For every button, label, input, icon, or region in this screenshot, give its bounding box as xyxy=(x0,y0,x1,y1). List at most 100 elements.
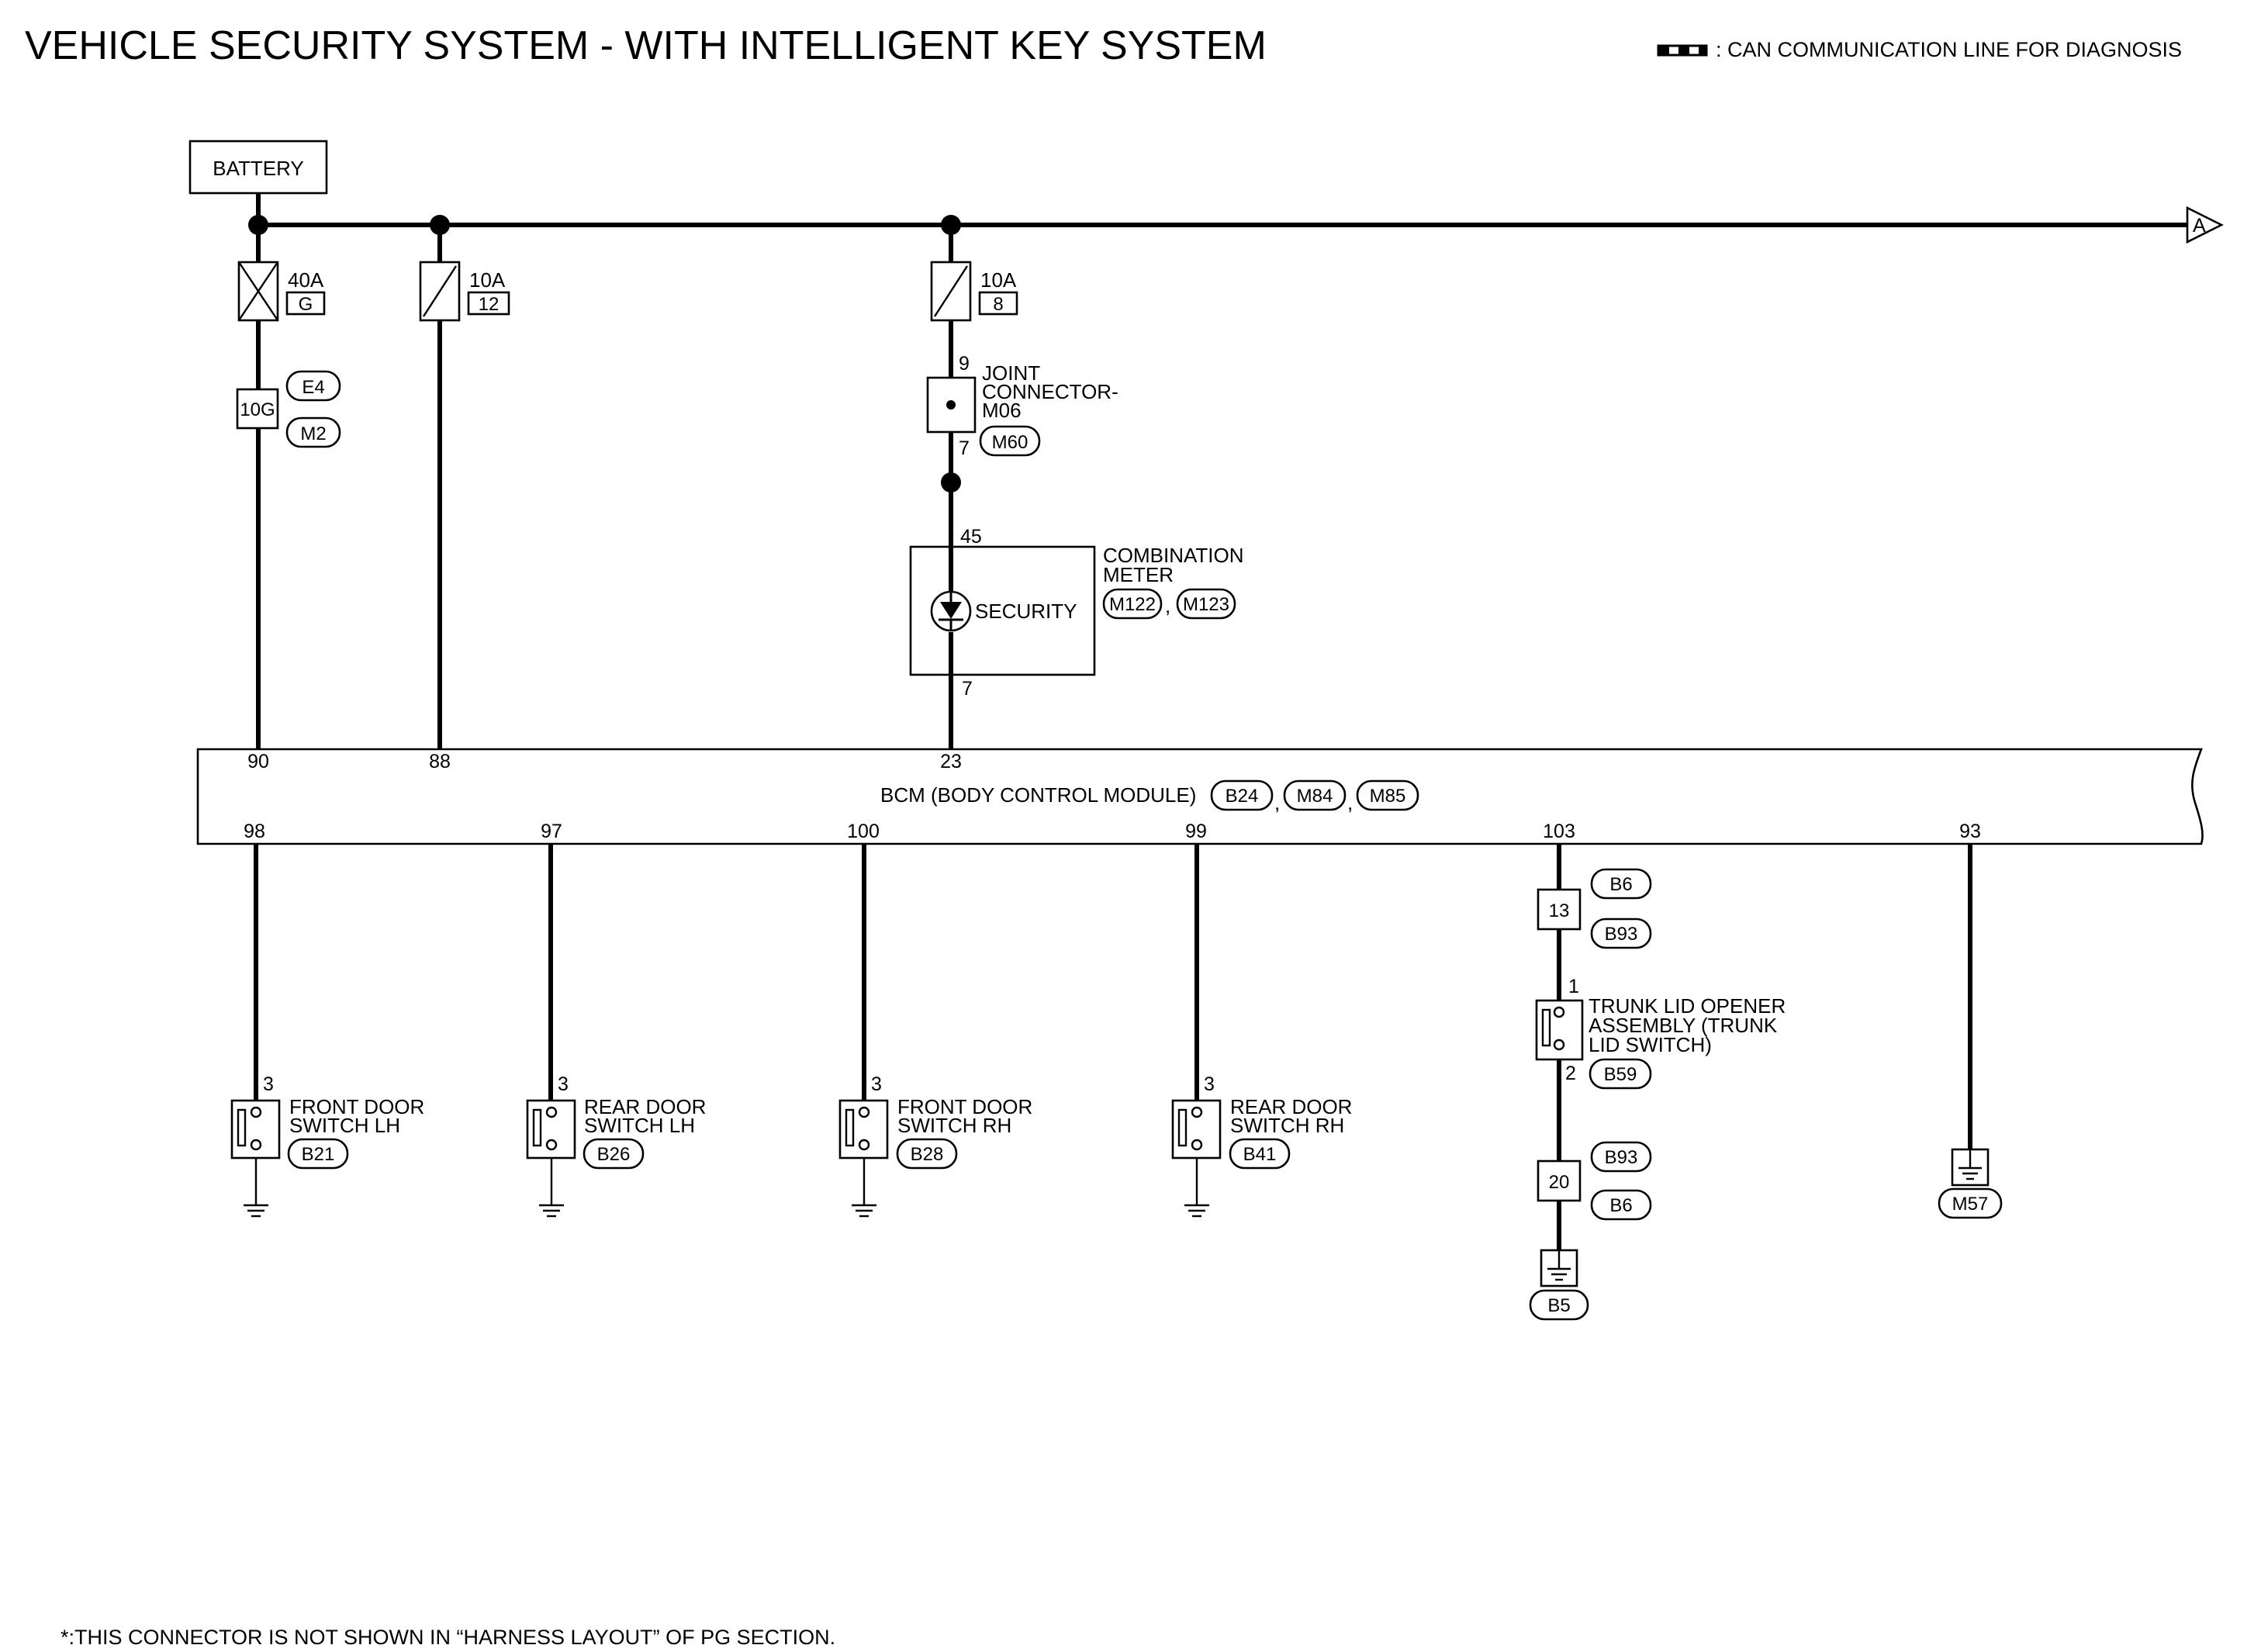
diagram-title: VEHICLE SECURITY SYSTEM - WITH INTELLIGE… xyxy=(25,23,1267,68)
connector-id: B5 xyxy=(1547,1295,1570,1316)
inline-connector-box xyxy=(236,388,279,430)
pin-number: 2 xyxy=(1565,1063,1576,1084)
bcm-box xyxy=(196,748,2204,845)
connector-id: B6 xyxy=(1609,874,1632,895)
pin-number: 88 xyxy=(429,751,451,772)
connector-tag xyxy=(1356,779,1419,811)
fuse-id: 12 xyxy=(479,294,500,315)
fuse-id: G xyxy=(299,294,313,315)
connector-tag xyxy=(1529,1289,1589,1321)
door-switch-label: FRONT DOOR xyxy=(289,1095,424,1118)
connector-separator: , xyxy=(1274,791,1280,814)
security-indicator-led-icon xyxy=(930,590,972,632)
connector-tag xyxy=(1229,1138,1291,1170)
can-line-legend-icon xyxy=(1657,44,1708,57)
trunk-switch-label: LID SWITCH) xyxy=(1589,1033,1712,1056)
connector-tag xyxy=(1590,1141,1652,1173)
fuse-id: 8 xyxy=(993,294,1003,315)
combination-meter-label: COMBINATION xyxy=(1103,544,1244,567)
pin-number: 3 xyxy=(263,1073,274,1095)
door-switch-label: REAR DOOR xyxy=(1230,1095,1352,1118)
fusible-link-40a-icon xyxy=(237,261,279,322)
pin-number: 97 xyxy=(541,821,562,842)
pin-number: 103 xyxy=(1543,821,1575,842)
pin-number: 3 xyxy=(871,1073,882,1095)
connector-separator: , xyxy=(1347,791,1353,814)
combination-meter-label: METER xyxy=(1103,563,1174,586)
connector-id: B24 xyxy=(1226,786,1259,807)
connector-id: M122 xyxy=(1109,594,1156,615)
pin-number: 90 xyxy=(247,751,269,772)
pin-number: 23 xyxy=(940,751,962,772)
door-switch-icon xyxy=(838,1099,889,1218)
can-line-legend: : CAN COMMUNICATION LINE FOR DIAGNOSIS xyxy=(1716,38,2182,61)
connector-tag xyxy=(1102,588,1163,620)
connector-id: B21 xyxy=(302,1144,335,1165)
pin-number: 3 xyxy=(558,1073,569,1095)
connector-id: B41 xyxy=(1243,1144,1277,1165)
trunk-lid-switch-icon xyxy=(1535,999,1584,1061)
pin-number: 7 xyxy=(962,678,973,700)
pin-number: 100 xyxy=(847,821,880,842)
connector-id: B26 xyxy=(597,1144,631,1165)
offpage-connector-a: A xyxy=(2186,206,2224,244)
connector-tag xyxy=(285,416,341,448)
pin-number: 98 xyxy=(244,821,265,842)
joint-connector-label: M06 xyxy=(982,399,1022,422)
door-switch-icon xyxy=(526,1099,576,1218)
inline-connector-box xyxy=(1537,888,1582,931)
pin-number: 7 xyxy=(959,437,970,459)
door-switch-label: SWITCH LH xyxy=(584,1114,695,1137)
fuse-10a-icon xyxy=(930,261,972,322)
pin-number: 9 xyxy=(959,353,970,375)
door-switch-label: FRONT DOOR xyxy=(897,1095,1032,1118)
connector-tag xyxy=(1590,868,1652,900)
pin-number: 3 xyxy=(1204,1073,1215,1095)
body-ground-icon xyxy=(1540,1249,1578,1287)
door-switch-label: REAR DOOR xyxy=(584,1095,706,1118)
connector-id: M84 xyxy=(1297,786,1333,807)
fuse-rating: 10A xyxy=(980,268,1017,292)
bcm-label: BCM (BODY CONTROL MODULE) xyxy=(880,783,1196,807)
connector-tag xyxy=(1590,918,1652,949)
door-switch-icon xyxy=(1171,1099,1222,1218)
svg-text:A: A xyxy=(2193,215,2206,237)
connector-id: B59 xyxy=(1604,1064,1637,1085)
connector-id: B28 xyxy=(911,1144,944,1165)
fuse-rating: 40A xyxy=(288,268,324,292)
fuse-rating: 10A xyxy=(469,268,506,292)
door-switch-label: SWITCH RH xyxy=(1230,1114,1344,1137)
splice-dot xyxy=(941,472,961,492)
inline-connector-pin: 13 xyxy=(1549,900,1570,921)
connector-tag xyxy=(1283,779,1347,811)
connector-id: M57 xyxy=(1952,1194,1989,1215)
fuse-10a-icon xyxy=(419,261,461,322)
connector-id: M123 xyxy=(1183,594,1229,615)
connector-tag xyxy=(583,1138,645,1170)
connector-id: M85 xyxy=(1370,786,1406,807)
connector-tag xyxy=(979,425,1041,457)
connector-id: M60 xyxy=(992,432,1029,453)
security-indicator-label: SECURITY xyxy=(975,600,1077,623)
connector-tag xyxy=(1590,1189,1652,1221)
battery-box xyxy=(188,140,328,195)
door-switch-label: SWITCH RH xyxy=(897,1114,1011,1137)
joint-connector-label: CONNECTOR- xyxy=(982,380,1118,403)
connector-tag xyxy=(287,1138,349,1170)
connector-tag xyxy=(1938,1187,2003,1219)
connector-tag xyxy=(285,370,341,402)
trunk-switch-label: TRUNK LID OPENER xyxy=(1589,994,1786,1018)
inline-connector-pin: 10G xyxy=(240,399,275,420)
connector-id: B93 xyxy=(1605,1147,1638,1168)
inline-connector-pin: 20 xyxy=(1549,1172,1570,1193)
pin-number: 99 xyxy=(1185,821,1207,842)
connector-tag xyxy=(896,1138,958,1170)
pin-number: 93 xyxy=(1959,821,1981,842)
body-ground-icon xyxy=(1951,1148,1990,1187)
joint-connector-label: JOINT xyxy=(982,361,1040,385)
door-switch-icon xyxy=(230,1099,281,1218)
connector-tag xyxy=(1589,1058,1652,1090)
connector-id: B6 xyxy=(1609,1195,1632,1216)
pin-number: 1 xyxy=(1568,976,1579,997)
